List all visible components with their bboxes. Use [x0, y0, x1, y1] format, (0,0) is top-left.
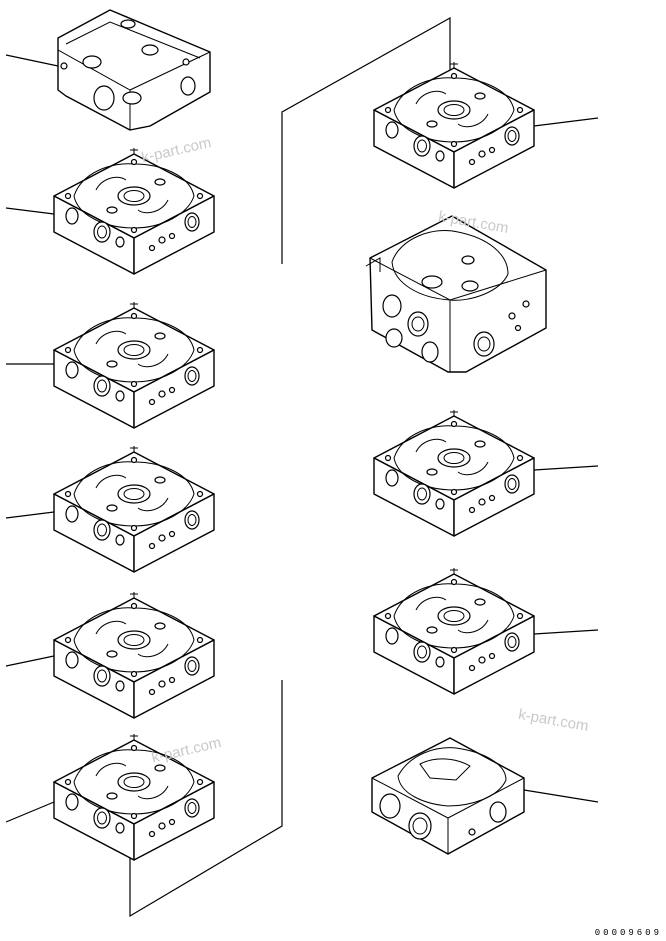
leader-line	[5, 511, 55, 519]
leader-line	[5, 54, 59, 67]
end-cover-top	[57, 9, 211, 131]
valve-section-large	[365, 215, 547, 373]
end-cover-bottom	[371, 737, 525, 855]
leader-line	[523, 789, 599, 803]
valve-section	[53, 147, 215, 275]
valve-section	[53, 591, 215, 719]
leader-line	[533, 117, 599, 127]
assembly-connector-line	[281, 16, 451, 264]
leader-line	[5, 801, 55, 823]
valve-section	[373, 409, 535, 537]
leader-line	[533, 629, 599, 635]
valve-section	[53, 301, 215, 429]
valve-section	[53, 445, 215, 573]
drawing-code: 00009609	[594, 928, 662, 938]
leader-line	[5, 655, 55, 667]
assembly-connector-line	[129, 680, 283, 918]
valve-section	[373, 567, 535, 695]
valve-section	[373, 61, 535, 189]
leader-line	[533, 465, 599, 471]
leader-line	[5, 207, 55, 215]
